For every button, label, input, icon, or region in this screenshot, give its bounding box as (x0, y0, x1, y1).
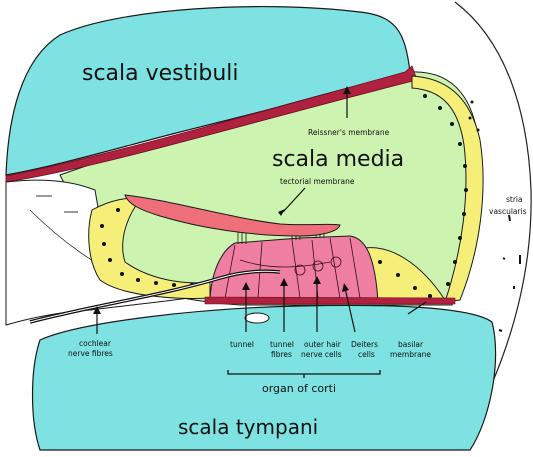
outer-hair-nerve-cells-label-line2: nerve cells (301, 350, 342, 359)
reissners-membrane-label: Reissner's membrane (308, 128, 390, 137)
tectorial-membrane-label: tectorial membrane (280, 177, 355, 186)
basilar-membrane-label-line2: membrane (390, 350, 431, 359)
deiters-cells-label-line1: Deiters (351, 340, 378, 349)
outer-hair-nerve-cells-label-line1: outer hair (304, 340, 342, 349)
organ-of-corti-label: organ of corti (262, 382, 336, 395)
cochlear-nerve-fibres-label-line2: nerve fibres (68, 349, 113, 358)
scala-vestibuli-label: scala vestibuli (82, 61, 239, 86)
tunnel-vessel (245, 313, 269, 323)
cochlear-nerve-fibres-label-line1: cochlear (79, 339, 112, 348)
basilar-membrane-label-line1: basilar (398, 340, 424, 349)
basilar-membrane-shape (205, 297, 455, 304)
stria-vascularis-label-line1: stria (506, 195, 523, 204)
tunnel-fibres-label-line1: tunnel (270, 340, 294, 349)
stria-vascularis-label-line2: vascularis (489, 207, 527, 216)
scala-media-label: scala media (272, 147, 404, 172)
deiters-cells-label-line2: cells (358, 350, 375, 359)
tunnel-fibres-label-line2: fibres (271, 350, 292, 359)
scala-tympani-label: scala tympani (178, 415, 318, 439)
bone-dot (499, 330, 502, 331)
bone-dot (503, 258, 505, 259)
tunnel-label: tunnel (230, 340, 254, 349)
